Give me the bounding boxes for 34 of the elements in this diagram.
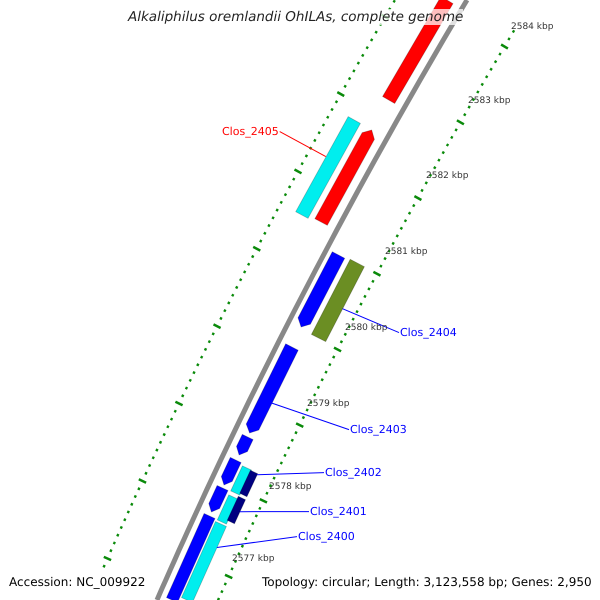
gene-label: Clos_2403: [350, 423, 407, 436]
tick-label: 2579 kbp: [307, 399, 350, 410]
info-text: Topology: circular; Length: 3,123,558 bp; Genes: 2,950: [262, 575, 592, 590]
title: Alkaliphilus oremlandii OhILAs, complete genome: [128, 9, 464, 26]
gene-label: Clos_2400: [298, 530, 355, 544]
leader-line: [271, 402, 350, 430]
leader-line: [216, 536, 298, 548]
gene-label: Clos_2401: [310, 505, 367, 518]
tick-label: 2583 kbp: [468, 96, 510, 107]
leader-line: [256, 472, 324, 476]
tick-label: 2578 kbp: [269, 482, 312, 493]
tick-label: 2582 kbp: [426, 171, 468, 182]
tick-label: 2584 kbp: [511, 22, 554, 33]
leader-line: [342, 308, 400, 334]
gene-label: Clos_2405: [222, 125, 279, 138]
info-text: Accession: NC_009922: [9, 575, 146, 590]
gene-feature: [208, 484, 229, 513]
leader-line: [240, 511, 310, 512]
gene-feature: [180, 520, 227, 600]
tick-label: 2581 kbp: [385, 247, 428, 258]
gene-feature: [236, 434, 254, 456]
gene-feature: [166, 512, 216, 600]
tick-label: 2580 kbp: [345, 323, 388, 334]
leader-line: [279, 131, 326, 158]
gene-label: Clos_2404: [400, 326, 457, 340]
gene-feature: [295, 116, 361, 219]
gene-feature: [314, 130, 375, 226]
gene-label: Clos_2402: [325, 466, 382, 480]
gene-feature: [226, 496, 246, 524]
gene-feature: [246, 343, 299, 434]
gene-feature: [239, 470, 258, 498]
gene-feature: [298, 251, 346, 328]
gene-feature: [220, 456, 242, 486]
tick-label: 2577 kbp: [232, 554, 274, 565]
